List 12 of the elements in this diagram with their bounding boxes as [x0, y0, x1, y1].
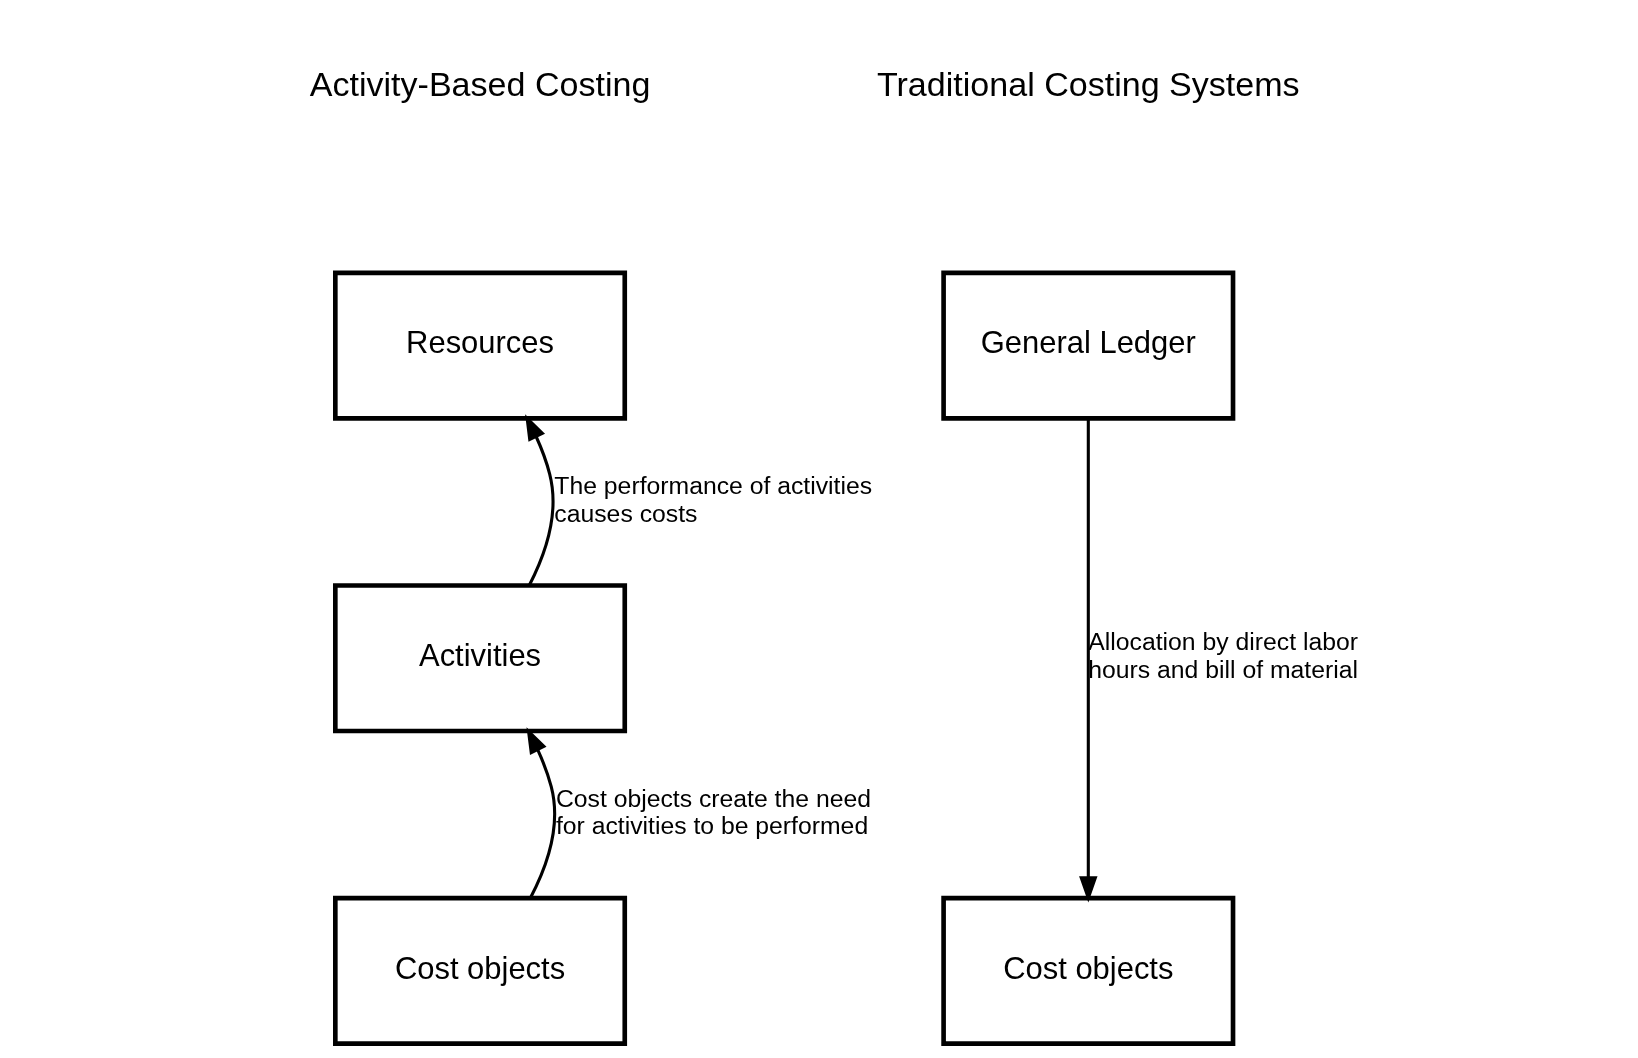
arrow: [1079, 418, 1098, 903]
label: Activity-Based Costing: [309, 64, 651, 103]
label: Traditional Costing Systems: [877, 64, 1300, 103]
arrow: [525, 414, 555, 587]
node-box: General Ledger: [941, 270, 1236, 421]
node-box: Cost objects: [333, 895, 628, 1046]
node-box: Activities: [333, 583, 628, 734]
edge-label: Cost objects create the need for activities to be performed: [555, 784, 871, 840]
edge-label: The performance of activities causes costs: [554, 471, 873, 527]
arrow: [526, 727, 557, 899]
node-box: Cost objects: [941, 895, 1236, 1046]
node-box: Resources: [333, 270, 628, 421]
